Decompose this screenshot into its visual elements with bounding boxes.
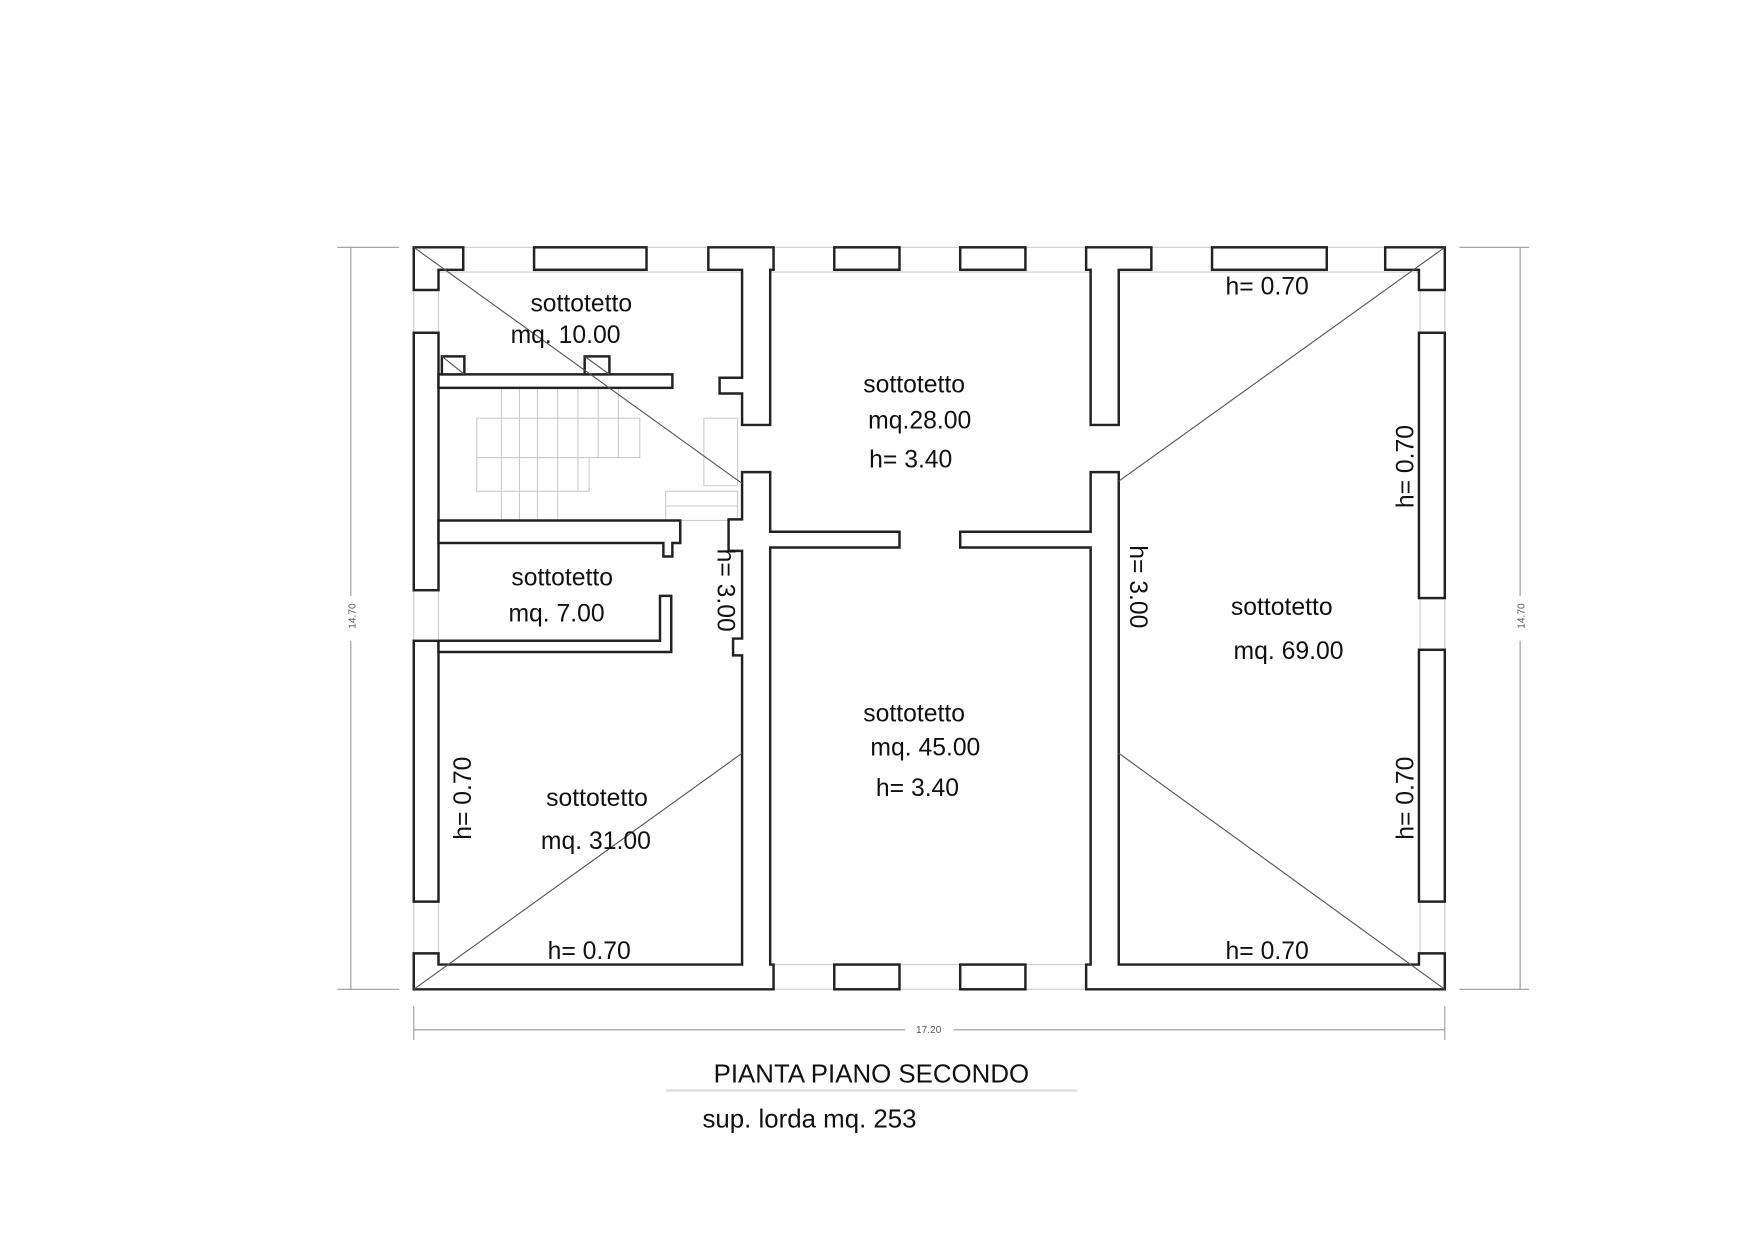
room-height: h= 3.40 bbox=[869, 447, 952, 474]
roof-slope-lines bbox=[413, 246, 1446, 990]
room-area: mq. 69.00 bbox=[1234, 638, 1344, 665]
dimension-height-left: 14.70 bbox=[347, 603, 358, 629]
room-name: sottotetto bbox=[1231, 594, 1333, 621]
room-area: mq. 31.00 bbox=[541, 828, 651, 855]
room-name: sottotetto bbox=[546, 785, 648, 812]
height-label: h= 0.70 bbox=[450, 757, 477, 840]
height-label: h= 0.70 bbox=[1226, 938, 1309, 965]
chimney-flues bbox=[440, 355, 611, 376]
room-name: sottotetto bbox=[530, 290, 632, 317]
room-area: mq. 7.00 bbox=[508, 601, 604, 628]
height-label: h= 0.70 bbox=[548, 938, 631, 965]
room-name: sottotetto bbox=[863, 371, 965, 398]
dimension-width: 17.20 bbox=[916, 1025, 942, 1036]
staircase bbox=[476, 387, 739, 522]
outline bbox=[413, 246, 1446, 990]
height-label: h= 0.70 bbox=[1392, 757, 1419, 840]
height-label: h= 0.70 bbox=[1392, 425, 1419, 508]
room-area: mq. 45.00 bbox=[870, 734, 980, 761]
room-name: sottotetto bbox=[511, 565, 613, 592]
height-label: h= 3.00 bbox=[711, 549, 738, 632]
room-name: sottotetto bbox=[863, 701, 965, 728]
dimension-lines bbox=[337, 246, 1530, 1040]
room-area: mq. 10.00 bbox=[511, 322, 621, 349]
plan-subtitle: sup. lorda mq. 253 bbox=[702, 1106, 916, 1134]
plan-title: PIANTA PIANO SECONDO bbox=[714, 1061, 1029, 1089]
walls bbox=[412, 246, 1447, 991]
height-label: h= 0.70 bbox=[1226, 274, 1309, 301]
room-area: mq.28.00 bbox=[868, 407, 971, 434]
height-label: h= 3.00 bbox=[1124, 545, 1151, 628]
dimension-height-right: 14.70 bbox=[1517, 603, 1528, 629]
room-height: h= 3.40 bbox=[876, 775, 959, 802]
